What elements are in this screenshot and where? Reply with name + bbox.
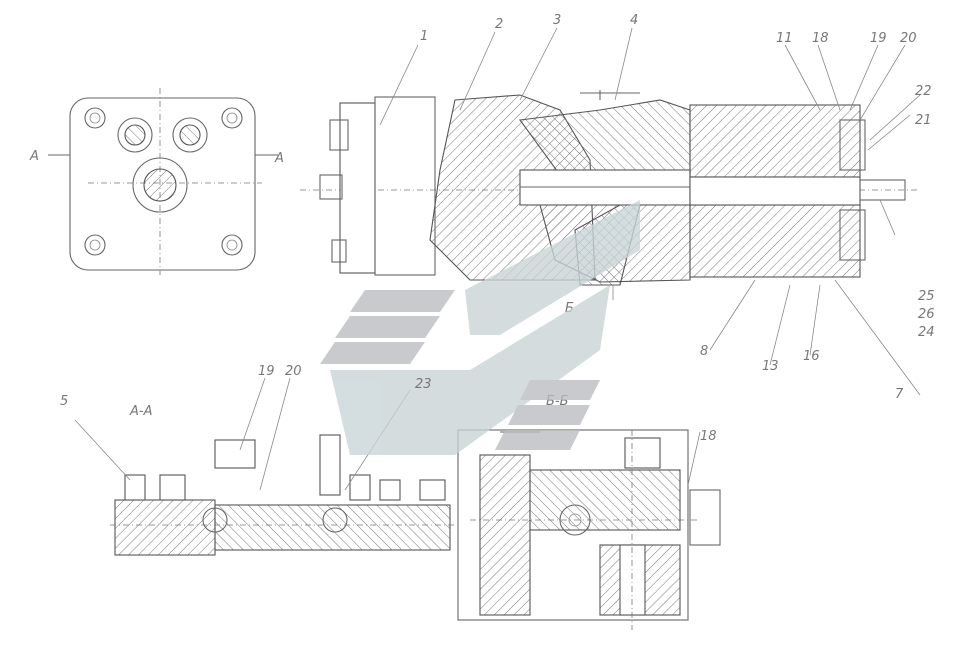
callout-24: 24 <box>918 325 935 340</box>
callout-8: 8 <box>700 344 708 359</box>
section-mark-a-right: A <box>274 151 284 166</box>
section-mark-a-left: A <box>29 149 39 164</box>
section-a-a-title: A-A <box>129 404 152 419</box>
end-view <box>48 88 278 275</box>
callout-19b: 19 <box>258 364 275 379</box>
section-a-a <box>74 377 455 556</box>
section-mark-b: Б <box>565 301 574 316</box>
callout-1: 1 <box>420 29 428 44</box>
callout-13: 13 <box>762 359 779 374</box>
leader-lines <box>379 27 921 396</box>
callout-7: 7 <box>895 387 904 402</box>
callout-20: 20 <box>900 31 917 46</box>
watermark-logo <box>320 200 640 455</box>
callout-26: 26 <box>918 307 935 322</box>
callout-22: 22 <box>915 84 932 99</box>
callout-2: 2 <box>495 17 503 32</box>
callout-5: 5 <box>60 394 68 409</box>
callout-16: 16 <box>803 349 820 364</box>
callout-18b: 18 <box>700 429 717 444</box>
callout-3: 3 <box>553 13 561 28</box>
callout-21: 21 <box>915 113 932 128</box>
callout-23: 23 <box>415 377 432 392</box>
callout-11: 11 <box>776 31 793 46</box>
callout-20b: 20 <box>285 364 302 379</box>
section-b-b <box>457 429 721 630</box>
callout-25: 25 <box>918 289 935 304</box>
callout-18: 18 <box>812 31 829 46</box>
callout-labels: 1 2 3 4 11 18 19 20 22 21 25 26 24 8 13 … <box>60 13 935 444</box>
callout-4: 4 <box>630 13 638 28</box>
callout-19: 19 <box>870 31 887 46</box>
